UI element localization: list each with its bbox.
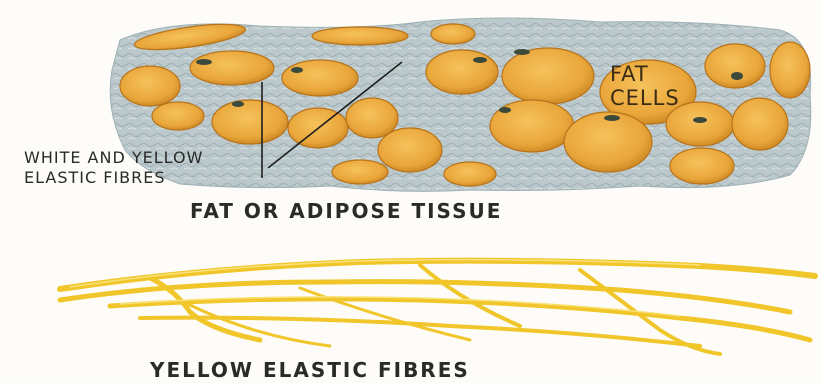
- fat-cell: [431, 24, 475, 44]
- adipose-tissue-title: FAT OR ADIPOSE TISSUE: [190, 199, 502, 223]
- fat-cells-label-line1: FAT: [610, 62, 680, 86]
- fat-cell: [444, 162, 496, 186]
- white-yellow-fibres-label: WHITE AND YELLOW ELASTIC FIBRES: [24, 148, 203, 188]
- fat-cell: [332, 160, 388, 184]
- fat-cells-label-line2: CELLS: [610, 86, 680, 110]
- fat-cells-label: FAT CELLS: [610, 62, 680, 110]
- yellow-elastic-fibres: [60, 261, 815, 354]
- fat-cell: [426, 50, 498, 94]
- fat-cell: [190, 51, 274, 85]
- fat-cell: [770, 42, 810, 98]
- yellow-elastic-fibres-title: YELLOW ELASTIC FIBRES: [150, 358, 470, 382]
- fat-cell: [282, 60, 358, 96]
- fat-cell: [564, 112, 652, 172]
- fat-cell: [346, 98, 398, 138]
- fat-cell: [120, 66, 180, 106]
- fat-cell: [212, 100, 288, 144]
- fat-cell: [732, 98, 788, 150]
- fat-cell: [312, 27, 408, 45]
- fat-cell: [670, 148, 734, 184]
- fibres-label-line1: WHITE AND YELLOW: [24, 148, 203, 168]
- fat-cell: [502, 48, 594, 104]
- fat-cell: [378, 128, 442, 172]
- fat-cell: [705, 44, 765, 88]
- fibres-label-line2: ELASTIC FIBRES: [24, 168, 203, 188]
- fat-cell: [152, 102, 204, 130]
